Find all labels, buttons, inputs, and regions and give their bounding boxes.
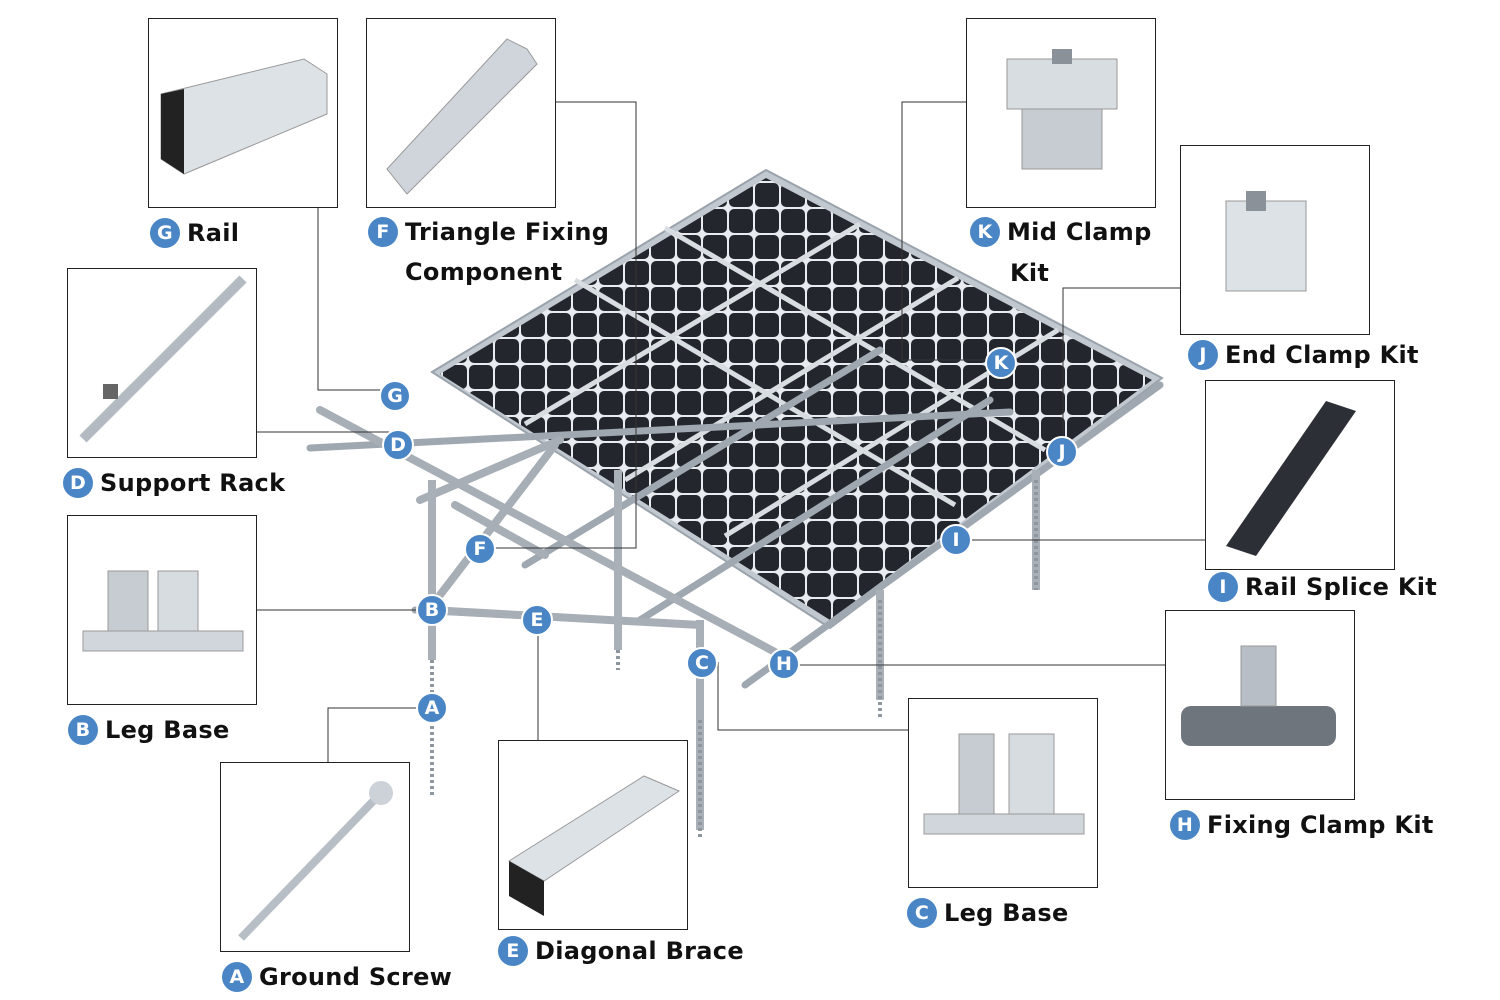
marker-i: I: [940, 524, 972, 556]
marker-c: C: [686, 647, 718, 679]
label-triangle-fixing: F Triangle Fixing: [368, 217, 609, 247]
rail-name: Rail: [187, 219, 240, 247]
badge-d: D: [63, 468, 93, 498]
support-rack-inset: [67, 268, 257, 458]
label-diagonal-brace: E Diagonal Brace: [498, 936, 744, 966]
diagonal-brace-inset: [498, 740, 688, 930]
support-rack-name: Support Rack: [100, 469, 286, 497]
mid-clamp-name: Mid Clamp: [1007, 218, 1152, 246]
badge-g: G: [150, 218, 180, 248]
badge-j: J: [1188, 340, 1218, 370]
rail-splice-inset: [1205, 380, 1395, 570]
end-clamp-name: End Clamp Kit: [1225, 341, 1419, 369]
badge-i: I: [1208, 572, 1238, 602]
rail-inset: [148, 18, 338, 208]
ground-screw-inset: [220, 762, 410, 952]
triangle-fixing-inset: [366, 18, 556, 208]
leg-base-b-inset: [67, 515, 257, 705]
badge-k: K: [970, 217, 1000, 247]
marker-f: F: [464, 533, 496, 565]
badge-e: E: [498, 936, 528, 966]
leg-base-c-inset: [908, 698, 1098, 888]
fixing-clamp-inset: [1165, 610, 1355, 800]
mid-clamp-name-line2: Kit: [1010, 259, 1050, 287]
diagonal-brace-name: Diagonal Brace: [535, 937, 744, 965]
marker-b: B: [416, 594, 448, 626]
badge-h: H: [1170, 810, 1200, 840]
marker-e: E: [521, 604, 553, 636]
marker-j: J: [1046, 436, 1078, 468]
rail-splice-name: Rail Splice Kit: [1245, 573, 1438, 601]
label-support-rack: D Support Rack: [63, 468, 285, 498]
leg-base-c-name: Leg Base: [944, 899, 1069, 927]
label-fixing-clamp: H Fixing Clamp Kit: [1170, 810, 1434, 840]
badge-a: A: [222, 962, 252, 992]
label-mid-clamp: K Mid Clamp: [970, 217, 1152, 247]
fixing-clamp-name: Fixing Clamp Kit: [1207, 811, 1434, 839]
end-clamp-inset: [1180, 145, 1370, 335]
marker-g: G: [379, 380, 411, 412]
label-rail: G Rail: [150, 218, 239, 248]
marker-h: H: [768, 648, 800, 680]
label-ground-screw: A Ground Screw: [222, 962, 452, 992]
marker-a: A: [416, 692, 448, 724]
triangle-fixing-name: Triangle Fixing: [405, 218, 610, 246]
label-end-clamp: J End Clamp Kit: [1188, 340, 1419, 370]
marker-d: D: [382, 429, 414, 461]
leg-base-b-name: Leg Base: [105, 716, 230, 744]
badge-c: C: [907, 898, 937, 928]
ground-screw-name: Ground Screw: [259, 963, 453, 991]
label-rail-splice: I Rail Splice Kit: [1208, 572, 1437, 602]
marker-k: K: [985, 347, 1017, 379]
label-leg-base-c: C Leg Base: [907, 898, 1069, 928]
label-leg-base-b: B Leg Base: [68, 715, 230, 745]
triangle-fixing-name-line2: Component: [405, 258, 563, 286]
badge-b: B: [68, 715, 98, 745]
mid-clamp-inset: [966, 18, 1156, 208]
badge-f: F: [368, 217, 398, 247]
